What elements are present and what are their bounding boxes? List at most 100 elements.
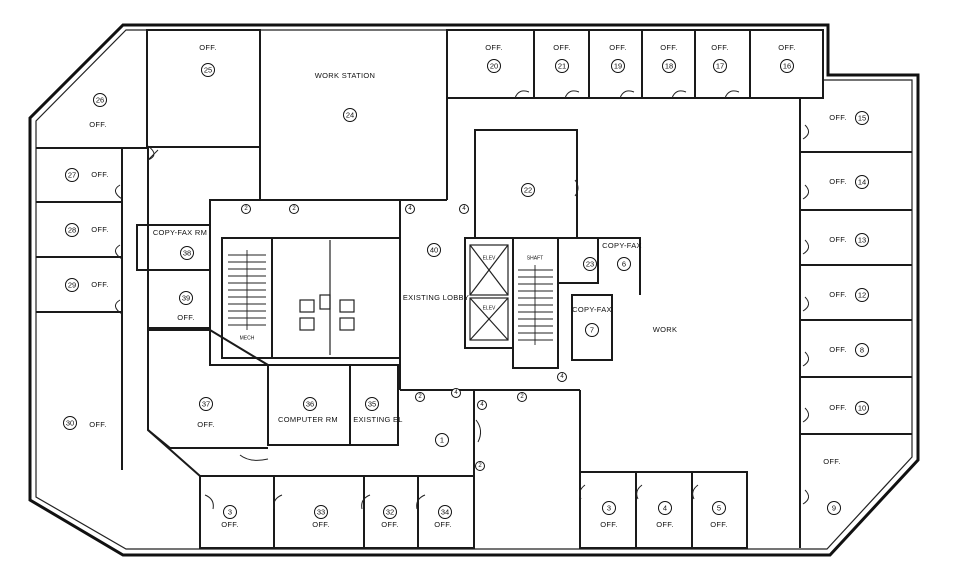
stair-left bbox=[228, 250, 266, 330]
room-label-rwork: WORK bbox=[653, 325, 678, 334]
room-number-circle-r8 bbox=[855, 343, 869, 357]
room-number-r9: 9 bbox=[832, 504, 836, 513]
elev-tag-2: ELEV bbox=[483, 305, 496, 311]
room-number-circle-r4 bbox=[658, 501, 672, 515]
room-number-circle-r19 bbox=[611, 59, 625, 73]
marker-number-m4: 4 bbox=[462, 206, 466, 212]
room-label-r33: OFF. bbox=[312, 520, 329, 529]
room-number-r1: 1 bbox=[440, 436, 444, 445]
door-swings bbox=[115, 90, 809, 510]
room-number-r35: 35 bbox=[368, 400, 376, 409]
room-number-r19: 19 bbox=[614, 62, 622, 71]
room-number-circle-r9 bbox=[827, 501, 841, 515]
room-number-r23: 23 bbox=[586, 260, 594, 269]
room-number-circle-r12 bbox=[855, 288, 869, 302]
room-number-circle-r32 bbox=[383, 505, 397, 519]
marker-circle-m2 bbox=[289, 204, 299, 214]
room-number-r39: 39 bbox=[182, 294, 190, 303]
room-number-r18: 18 bbox=[665, 62, 673, 71]
room-number-r3b: 3 bbox=[228, 508, 232, 517]
room-label-rlobby: EXISTING LOBBY bbox=[403, 293, 469, 302]
room-number-circle-r1 bbox=[435, 433, 449, 447]
room-number-r30: 30 bbox=[66, 419, 74, 428]
room-label-r38: COPY-FAX RM bbox=[153, 228, 207, 237]
room-label-r18: OFF. bbox=[660, 43, 677, 52]
room-label-r35: EXISTING EL bbox=[353, 415, 403, 424]
top-offices bbox=[146, 29, 824, 201]
room-number-circle-r34 bbox=[438, 505, 452, 519]
room-number-r38: 38 bbox=[183, 249, 191, 258]
room-number-r32: 32 bbox=[386, 508, 394, 517]
bottom-offices bbox=[199, 389, 748, 549]
room-number-circle-r14 bbox=[855, 175, 869, 189]
room-number-r17: 17 bbox=[716, 62, 724, 71]
room-number-r16: 16 bbox=[783, 62, 791, 71]
room-number-r7: 7 bbox=[590, 326, 594, 335]
room-number-circle-r17 bbox=[713, 59, 727, 73]
room-label-r28: OFF. bbox=[91, 225, 108, 234]
room-label-r6: COPY-FAX bbox=[602, 241, 642, 250]
room-label-r13: OFF. bbox=[829, 235, 846, 244]
room-number-r21: 21 bbox=[558, 62, 566, 71]
room-number-circle-r18 bbox=[662, 59, 676, 73]
room-label-r3: OFF. bbox=[600, 520, 617, 529]
room-number-r24: 24 bbox=[346, 111, 354, 120]
room-label-r24: WORK STATION bbox=[315, 71, 375, 80]
room-number-circle-r16 bbox=[780, 59, 794, 73]
elev-tag-1: ELEV bbox=[483, 255, 496, 261]
room-number-r28: 28 bbox=[68, 226, 76, 235]
room-number-r22: 22 bbox=[524, 186, 532, 195]
marker-circle-m1 bbox=[241, 204, 251, 214]
room-number-r15: 15 bbox=[858, 114, 866, 123]
room-number-circle-r26 bbox=[93, 93, 107, 107]
room-number-circle-r20 bbox=[487, 59, 501, 73]
room-label-r26: OFF. bbox=[89, 120, 106, 129]
room-number-r34: 34 bbox=[441, 508, 449, 517]
room-number-r33: 33 bbox=[317, 508, 325, 517]
room-label-r20: OFF. bbox=[485, 43, 502, 52]
room-label-r39: OFF. bbox=[177, 313, 194, 322]
room-number-circle-r36 bbox=[303, 397, 317, 411]
room-number-r10: 10 bbox=[858, 404, 866, 413]
marker-number-m10: 2 bbox=[478, 463, 482, 469]
right-offices bbox=[799, 98, 912, 548]
room-label-r27: OFF. bbox=[91, 170, 108, 179]
room-number-rlobby: 40 bbox=[430, 246, 438, 255]
room-label-r17: OFF. bbox=[711, 43, 728, 52]
room-number-r26: 26 bbox=[96, 96, 104, 105]
marker-number-m7: 4 bbox=[480, 402, 484, 408]
room-number-circle-r37 bbox=[199, 397, 213, 411]
marker-circle-m6 bbox=[451, 388, 461, 398]
room-label-r34: OFF. bbox=[434, 520, 451, 529]
room-number-circle-r38 bbox=[180, 246, 194, 260]
room-label-r4: OFF. bbox=[656, 520, 673, 529]
room-label-r16: OFF. bbox=[778, 43, 795, 52]
room-number-circle-r30 bbox=[63, 416, 77, 430]
room-number-circle-r33 bbox=[314, 505, 328, 519]
room-number-circle-r7 bbox=[585, 323, 599, 337]
room-number-r14: 14 bbox=[858, 178, 866, 187]
room-number-circle-r10 bbox=[855, 401, 869, 415]
room-number-circle-r3b bbox=[223, 505, 237, 519]
room-label-r3b: OFF. bbox=[221, 520, 238, 529]
room-number-r25: 25 bbox=[204, 66, 212, 75]
marker-circle-m9 bbox=[557, 372, 567, 382]
room-number-circle-r28 bbox=[65, 223, 79, 237]
room-number-circle-r39 bbox=[179, 291, 193, 305]
marker-number-m9: 4 bbox=[560, 374, 564, 380]
marker-circle-m3 bbox=[405, 204, 415, 214]
marker-number-m6: 4 bbox=[454, 390, 458, 396]
marker-circle-m5 bbox=[415, 392, 425, 402]
left-offices bbox=[36, 146, 260, 470]
room-label-r36: COMPUTER RM bbox=[278, 415, 338, 424]
marker-number-m1: 2 bbox=[244, 206, 248, 212]
room-number-r5: 5 bbox=[717, 504, 721, 513]
room-label-r5: OFF. bbox=[710, 520, 727, 529]
room-number-circle-r13 bbox=[855, 233, 869, 247]
shaft-tag: SHAFT bbox=[527, 255, 543, 261]
room-number-r13: 13 bbox=[858, 236, 866, 245]
room-label-r19: OFF. bbox=[609, 43, 626, 52]
